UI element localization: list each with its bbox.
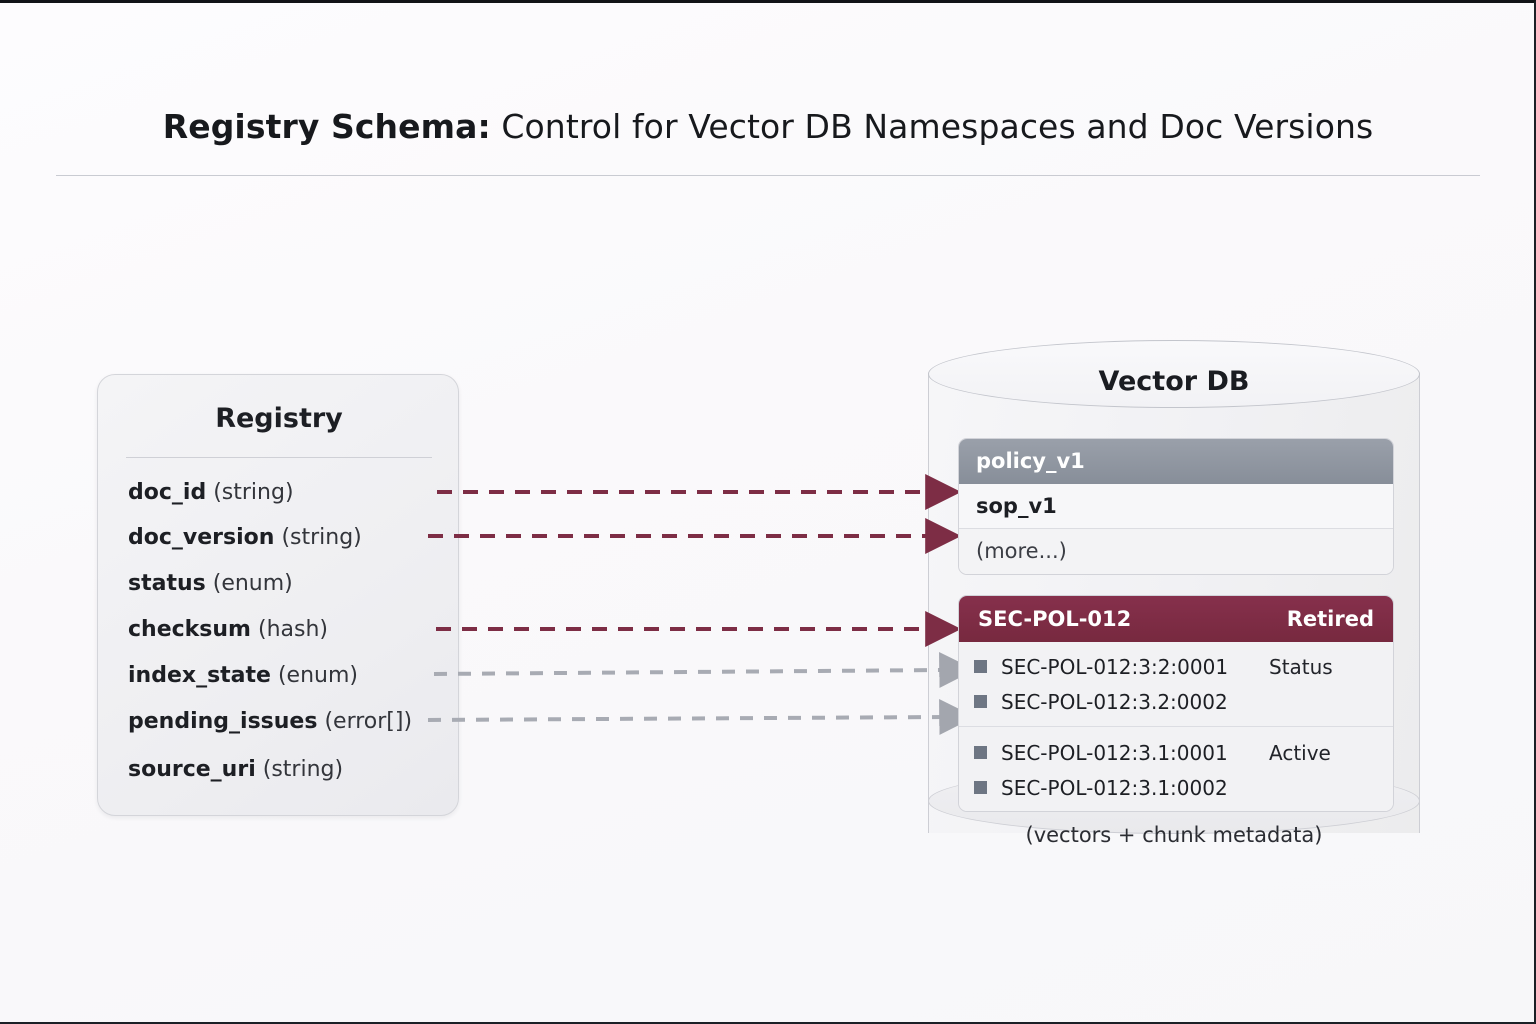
registry-field-pending-issues[interactable]: pending_issues (error[]) — [128, 709, 412, 734]
title-line: Registry Schema: Control for Vector DB N… — [0, 107, 1534, 146]
field-type: (enum) — [277, 663, 358, 688]
chunk-group-state: Status — [1269, 654, 1333, 679]
field-type: (string) — [281, 525, 362, 550]
chunk-group-active: SEC-POL-012:3.1:0001 Active SEC-POL-012:… — [959, 726, 1393, 811]
chunk-row[interactable]: SEC-POL-012:3.2:0002 — [959, 684, 1393, 719]
chunk-row[interactable]: SEC-POL-012:3.1:0002 — [959, 770, 1393, 805]
document-id: SEC-POL-012 — [978, 607, 1132, 631]
chunk-id: SEC-POL-012:3.2:0002 — [1001, 689, 1228, 714]
field-name: pending_issues — [128, 709, 318, 734]
chunk-group-state: Active — [1269, 740, 1331, 765]
registry-card: Registry doc_id (string) doc_version (st… — [97, 374, 459, 816]
chunk-bullet-icon — [974, 695, 987, 708]
chunk-id: SEC-POL-012:3.1:0002 — [1001, 775, 1228, 800]
chunk-bullet-icon — [974, 781, 987, 794]
document-card-header[interactable]: SEC-POL-012 Retired — [959, 596, 1393, 642]
field-type: (string) — [262, 757, 344, 782]
registry-field-doc-id[interactable]: doc_id (string) — [128, 480, 294, 505]
cylinder-top-ellipse — [928, 340, 1420, 408]
namespace-item-sop-v1[interactable]: sop_v1 — [959, 484, 1393, 529]
registry-divider — [126, 457, 432, 458]
registry-title: Registry — [215, 403, 343, 434]
chunk-id: SEC-POL-012:3:2:0001 — [1001, 654, 1229, 679]
field-type: (string) — [213, 480, 294, 505]
chunk-bullet-icon — [974, 660, 987, 673]
field-type: (error[]) — [324, 709, 413, 734]
field-name: doc_id — [128, 480, 207, 505]
document-card: SEC-POL-012 Retired SEC-POL-012:3:2:0001… — [958, 595, 1394, 812]
namespace-item-policy-v1[interactable]: policy_v1 — [959, 439, 1393, 484]
chunk-group-status: SEC-POL-012:3:2:0001 Status SEC-POL-012:… — [959, 642, 1393, 726]
registry-field-checksum[interactable]: checksum (hash) — [128, 617, 328, 642]
title-divider — [56, 175, 1480, 176]
field-type: (hash) — [257, 617, 328, 642]
arrow-pending-issues — [427, 699, 976, 736]
registry-field-status[interactable]: status (enum) — [128, 571, 293, 596]
field-name: source_uri — [128, 757, 256, 782]
registry-field-doc-version[interactable]: doc_version (string) — [128, 525, 362, 550]
field-name: doc_version — [128, 525, 275, 550]
page-title: Registry Schema: Control for Vector DB N… — [0, 107, 1534, 146]
chunk-id: SEC-POL-012:3.1:0001 — [1001, 740, 1228, 765]
vector-db-title: Vector DB — [1098, 366, 1250, 397]
chunk-row[interactable]: SEC-POL-012:3:2:0001 Status — [959, 649, 1393, 684]
document-status-badge: Retired — [1286, 607, 1374, 631]
title-rest: Control for Vector DB Namespaces and Doc… — [490, 107, 1374, 146]
chunk-row[interactable]: SEC-POL-012:3.1:0001 Active — [959, 735, 1393, 770]
vector-db-caption: (vectors + chunk metadata) — [1025, 823, 1323, 847]
namespace-item-more[interactable]: (more...) — [959, 529, 1393, 574]
field-name: checksum — [128, 617, 251, 642]
registry-field-index-state[interactable]: index_state (enum) — [128, 663, 358, 688]
namespace-card: policy_v1 sop_v1 (more...) — [958, 438, 1394, 575]
vector-db-cylinder: Vector DB policy_v1 sop_v1 (more...) SEC… — [928, 340, 1420, 865]
field-type: (enum) — [212, 571, 293, 596]
arrow-index-state — [433, 652, 976, 689]
title-strong: Registry Schema: — [162, 107, 491, 146]
field-name: index_state — [128, 663, 271, 688]
registry-field-source-uri[interactable]: source_uri (string) — [128, 757, 343, 782]
field-name: status — [128, 571, 206, 596]
chunk-bullet-icon — [974, 746, 987, 759]
